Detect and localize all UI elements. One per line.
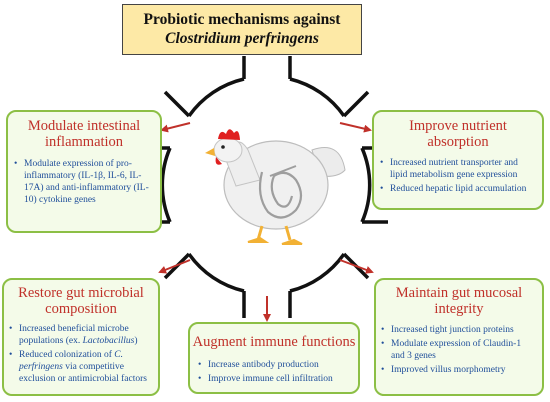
arrow-mucosal <box>339 259 374 274</box>
bullet-dot: • <box>381 339 385 349</box>
card-microbial-heading-2: composition <box>45 301 117 317</box>
card-nutrient: Improve nutrient absorption •Increased n… <box>372 110 544 210</box>
card-mucosal-heading-2: integrity <box>434 301 484 317</box>
card-inflammation-heading-1: Modulate intestinal <box>27 118 141 134</box>
title-box: Probiotic mechanisms against Clostridium… <box>122 4 362 55</box>
list-item: •Increased tight junction proteins <box>381 325 514 335</box>
bullet-dot: • <box>9 324 13 334</box>
bullet-dot: • <box>198 360 202 370</box>
card-inflammation: Modulate intestinal inflammation •Modula… <box>6 110 162 233</box>
red-arrows <box>158 122 374 322</box>
card-mucosal-heading-1: Maintain gut mucosal <box>395 285 523 301</box>
arrow-nutrient <box>339 122 372 133</box>
list-item: •Increased nutrient transporter and lipi… <box>380 158 518 180</box>
list-item: •Reduced colonization of C. perfringens … <box>9 350 147 384</box>
list-item: •Modulate expression of pro-inflammatory… <box>14 159 149 205</box>
card-nutrient-heading-2: absorption <box>427 134 489 150</box>
card-microbial: Restore gut microbial composition •Incre… <box>2 278 160 396</box>
bullet-dot: • <box>381 365 385 375</box>
bullet-dot: • <box>380 158 384 168</box>
list-item: •Improved villus morphometry <box>381 365 506 375</box>
list-item: •Modulate expression of Claudin-1 and 3 … <box>381 339 522 361</box>
bullet-dot: • <box>381 325 385 335</box>
bullet-dot: • <box>9 350 13 360</box>
card-immune-heading: Augment immune functions <box>192 334 356 350</box>
bullet-dot: • <box>198 374 202 384</box>
card-immune: Augment immune functions •Increase antib… <box>188 322 360 394</box>
arrow-inflammation <box>160 122 191 133</box>
card-microbial-heading-1: Restore gut microbial <box>18 285 144 301</box>
card-inflammation-heading-2: inflammation <box>44 134 124 150</box>
central-ring <box>160 77 372 293</box>
card-mucosal: Maintain gut mucosal integrity •Increase… <box>374 278 544 396</box>
list-item: •Improve immune cell infiltration <box>198 374 333 384</box>
bullet-dot: • <box>380 184 384 194</box>
title-line-2: Clostridium perfringens <box>165 30 319 47</box>
chicken-icon <box>205 129 346 245</box>
list-item: •Increase antibody production <box>198 360 319 370</box>
list-item: •Reduced hepatic lipid accumulation <box>380 184 527 194</box>
arrow-microbial <box>158 259 191 274</box>
card-nutrient-heading-1: Improve nutrient <box>409 118 507 134</box>
title-line-1: Probiotic mechanisms against <box>143 11 341 28</box>
list-item: •Increased beneficial microbe population… <box>9 324 138 346</box>
bullet-dot: • <box>14 159 18 169</box>
